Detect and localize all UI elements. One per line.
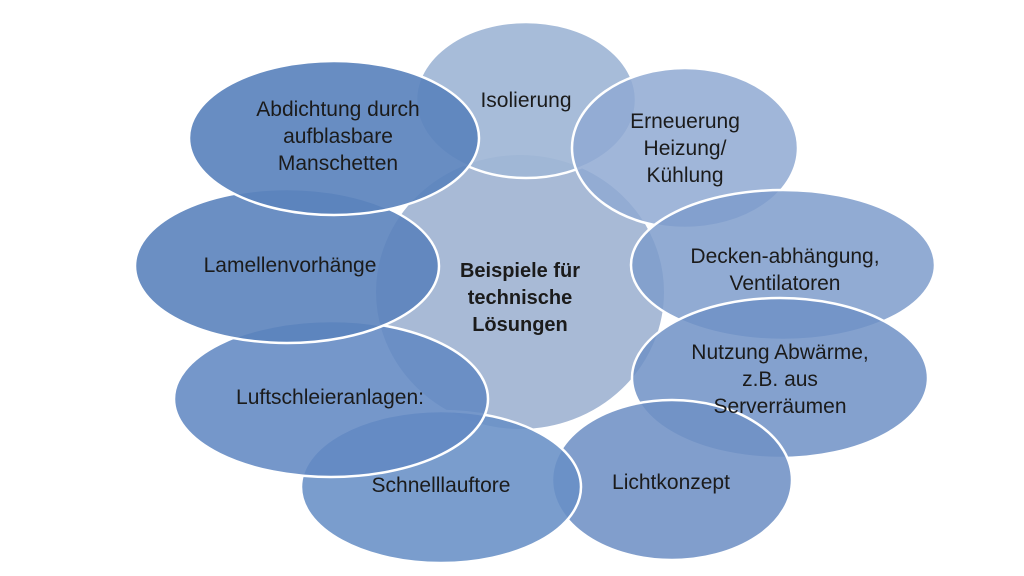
petal-luftschleier	[172, 319, 490, 479]
petal-lichtkonzept	[550, 398, 794, 562]
petal-abdichtung	[187, 59, 481, 217]
